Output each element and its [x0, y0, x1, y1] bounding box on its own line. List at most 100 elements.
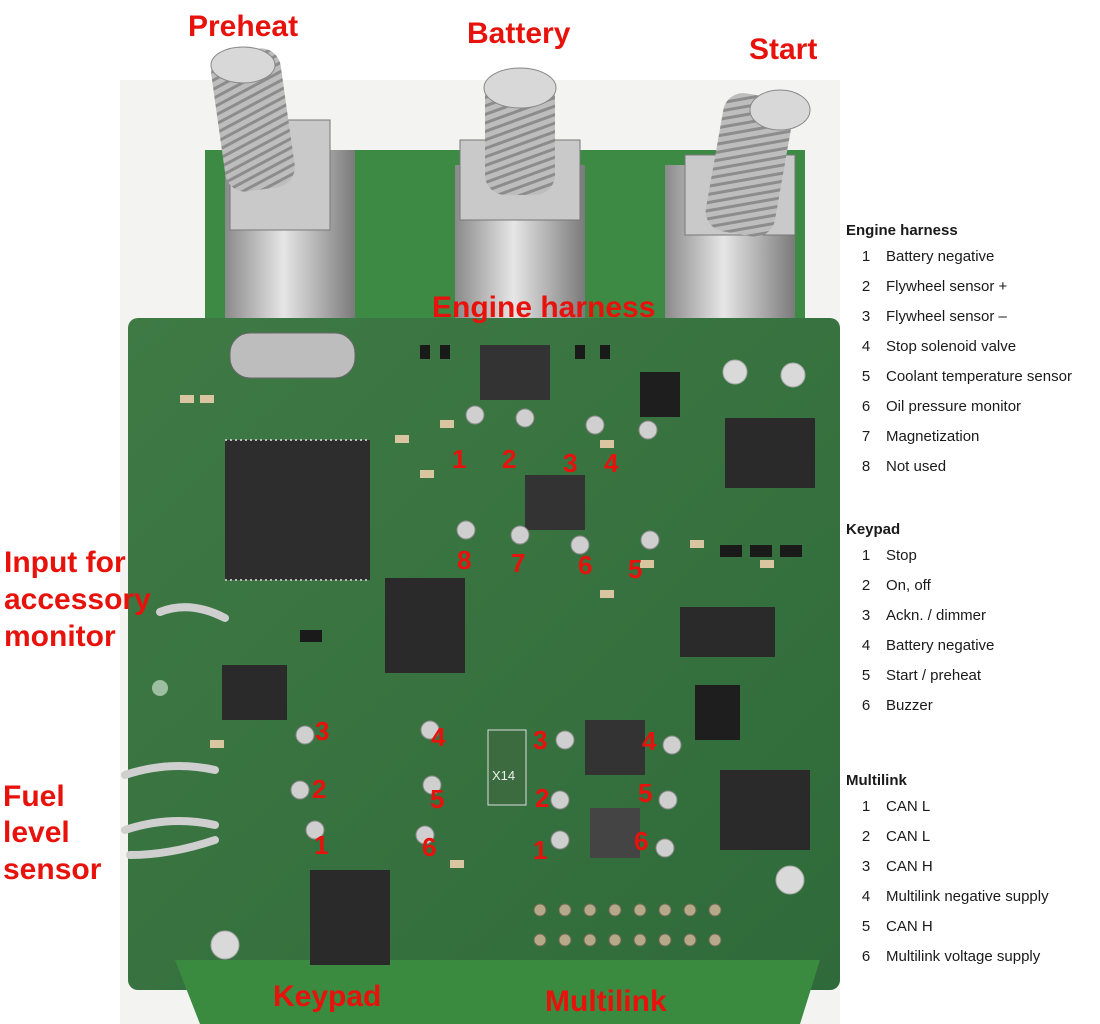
- microcontroller: [225, 440, 370, 580]
- legend-num: 5: [861, 368, 871, 385]
- legend-text: Ackn. / dimmer: [886, 607, 987, 624]
- legend-text: Magnetization: [886, 428, 980, 445]
- legend-row: 1 Battery negative: [846, 248, 1072, 278]
- legend-text: CAN L: [886, 798, 931, 815]
- legend-text: CAN H: [886, 858, 933, 875]
- legend-num: 2: [861, 828, 871, 845]
- accessory-label-line1: Input for: [4, 546, 126, 579]
- engine-pin-4: 4: [604, 448, 619, 478]
- legend-num: 5: [861, 667, 871, 684]
- legend-row: 6 Multilink voltage supply: [846, 948, 1049, 978]
- legend-row: 4 Stop solenoid valve: [846, 338, 1072, 368]
- battery-label: Battery: [467, 17, 571, 50]
- legend-text: Oil pressure monitor: [886, 398, 1022, 415]
- battery-terminal: [455, 67, 585, 325]
- fuel-label-line1: Fuel: [3, 780, 65, 813]
- accessory-label-line3: monitor: [4, 620, 116, 653]
- legend-row: 4 Multilink negative supply: [846, 888, 1049, 918]
- legend-num: 1: [861, 547, 871, 564]
- legend-keypad-title: Keypad: [846, 521, 901, 538]
- fuel-label-line3: sensor: [3, 853, 102, 886]
- legend-text: Multilink voltage supply: [886, 948, 1041, 965]
- chip-marking: X14: [492, 768, 515, 783]
- engine-pin-1: 1: [452, 444, 467, 474]
- legend-row: 4 Battery negative: [846, 637, 995, 667]
- legend-row: 1 Stop: [846, 547, 994, 577]
- engine-pin-5: 5: [628, 554, 643, 584]
- legend-row: 2 CAN L: [846, 828, 1049, 858]
- legend-text: Flywheel sensor –: [886, 308, 1007, 325]
- legend-row: 8 Not used: [846, 458, 1072, 488]
- legend-text: Flywheel sensor +: [886, 278, 1008, 295]
- engine-pin-2: 2: [502, 444, 517, 474]
- multilink-pin-4: 4: [642, 726, 657, 756]
- legend-multilink-title: Multilink: [846, 772, 907, 789]
- legend-text: CAN H: [886, 918, 933, 935]
- legend-row: 7 Magnetization: [846, 428, 1072, 458]
- engine-pin-6: 6: [578, 550, 593, 580]
- accessory-label-line2: accessory: [4, 583, 151, 616]
- legend-row: 5 CAN H: [846, 918, 1049, 948]
- legend-row: 5 Coolant temperature sensor: [846, 368, 1072, 398]
- legend-num: 3: [861, 607, 871, 624]
- legend-num: 4: [861, 338, 871, 355]
- legend-text: Not used: [886, 458, 947, 475]
- preheat-label: Preheat: [188, 10, 299, 43]
- keypad-pin-2: 2: [312, 774, 327, 804]
- keypad-label: Keypad: [273, 980, 382, 1013]
- keypad-pin-4: 4: [431, 722, 446, 752]
- keypad-pin-6: 6: [422, 832, 437, 862]
- legend-text: Start / preheat: [886, 667, 982, 684]
- fuel-label-line2: level: [3, 816, 70, 849]
- legend-text: Battery negative: [886, 637, 995, 654]
- legend-num: 4: [861, 888, 871, 905]
- legend-text: Stop solenoid valve: [886, 338, 1017, 355]
- multilink-pin-3: 3: [533, 725, 548, 755]
- legend-text: On, off: [886, 577, 931, 594]
- legend-row: 2 Flywheel sensor +: [846, 278, 1072, 308]
- legend-num: 2: [861, 278, 871, 295]
- pcb-photo: X14: [120, 46, 840, 1024]
- legend-num: 7: [861, 428, 871, 445]
- multilink-pin-5: 5: [638, 778, 653, 808]
- legend-num: 8: [861, 458, 871, 475]
- legend-num: 1: [861, 248, 871, 265]
- legend-text: CAN L: [886, 828, 931, 845]
- multilink-pin-6: 6: [634, 826, 649, 856]
- legend-num: 3: [861, 858, 871, 875]
- engine-pin-3: 3: [563, 448, 578, 478]
- legend-num: 5: [861, 918, 871, 935]
- start-label: Start: [749, 33, 818, 66]
- legend-num: 6: [861, 398, 871, 415]
- legend-row: 1 CAN L: [846, 798, 1049, 828]
- legend-text: Battery negative: [886, 248, 995, 265]
- multilink-pin-2: 2: [535, 783, 550, 813]
- multilink-label: Multilink: [545, 985, 667, 1018]
- legend-num: 3: [861, 308, 871, 325]
- legend-num: 6: [861, 697, 871, 714]
- legend-text: Buzzer: [886, 697, 933, 714]
- engine-harness-label: Engine harness: [432, 291, 656, 324]
- legend-text: Multilink negative supply: [886, 888, 1049, 905]
- keypad-pin-3: 3: [315, 716, 330, 746]
- legend-num: 6: [861, 948, 871, 965]
- preheat-terminal: [210, 46, 355, 320]
- legend-num: 1: [861, 798, 871, 815]
- legend-row: 3 Ackn. / dimmer: [846, 607, 994, 637]
- legend-num: 4: [861, 637, 871, 654]
- legend-row: 3 CAN H: [846, 858, 1049, 888]
- multilink-pin-1: 1: [533, 835, 548, 865]
- legend-row: 2 On, off: [846, 577, 994, 607]
- legend-row: 5 Start / preheat: [846, 667, 994, 697]
- legend-text: Coolant temperature sensor: [886, 368, 1072, 385]
- keypad-pin-5: 5: [430, 784, 445, 814]
- legend-row: 3 Flywheel sensor –: [846, 308, 1072, 338]
- start-terminal: [665, 89, 811, 325]
- legend-text: Stop: [886, 547, 917, 564]
- legend-num: 2: [861, 577, 871, 594]
- engine-pin-7: 7: [511, 548, 526, 578]
- legend-row: 6 Buzzer: [846, 697, 994, 727]
